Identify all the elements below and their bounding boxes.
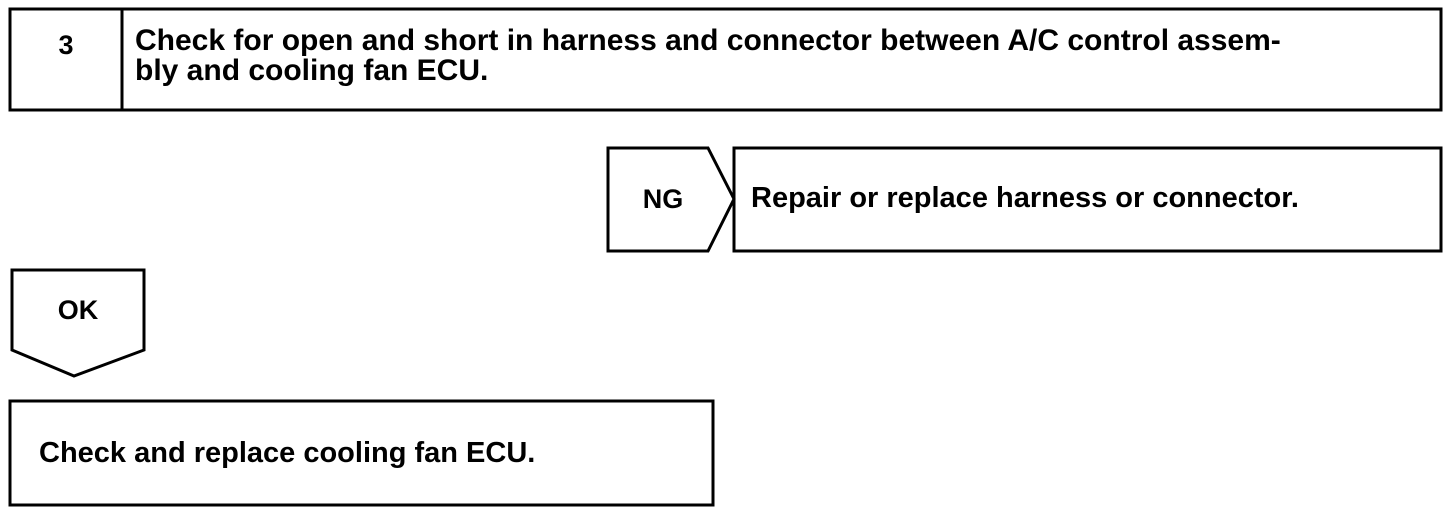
step-number: 3 xyxy=(58,30,74,60)
ok-action-text: Check and replace cooling fan ECU. xyxy=(39,437,536,469)
ok-label: OK xyxy=(57,295,99,325)
ok-action-box xyxy=(8,399,715,507)
step-box xyxy=(8,7,1443,112)
ok-arrow xyxy=(10,268,146,378)
ng-action-box xyxy=(732,146,1443,253)
ng-arrow xyxy=(606,146,736,253)
step-title-line-1: Check for open and short in harness and … xyxy=(135,24,1281,57)
ng-action-text: Repair or replace harness or connector. xyxy=(751,182,1299,214)
step-title: Check for open and short in harness and … xyxy=(135,26,1281,86)
step-title-line-2: bly and cooling fan ECU. xyxy=(135,54,489,87)
ng-label: NG xyxy=(642,184,684,214)
